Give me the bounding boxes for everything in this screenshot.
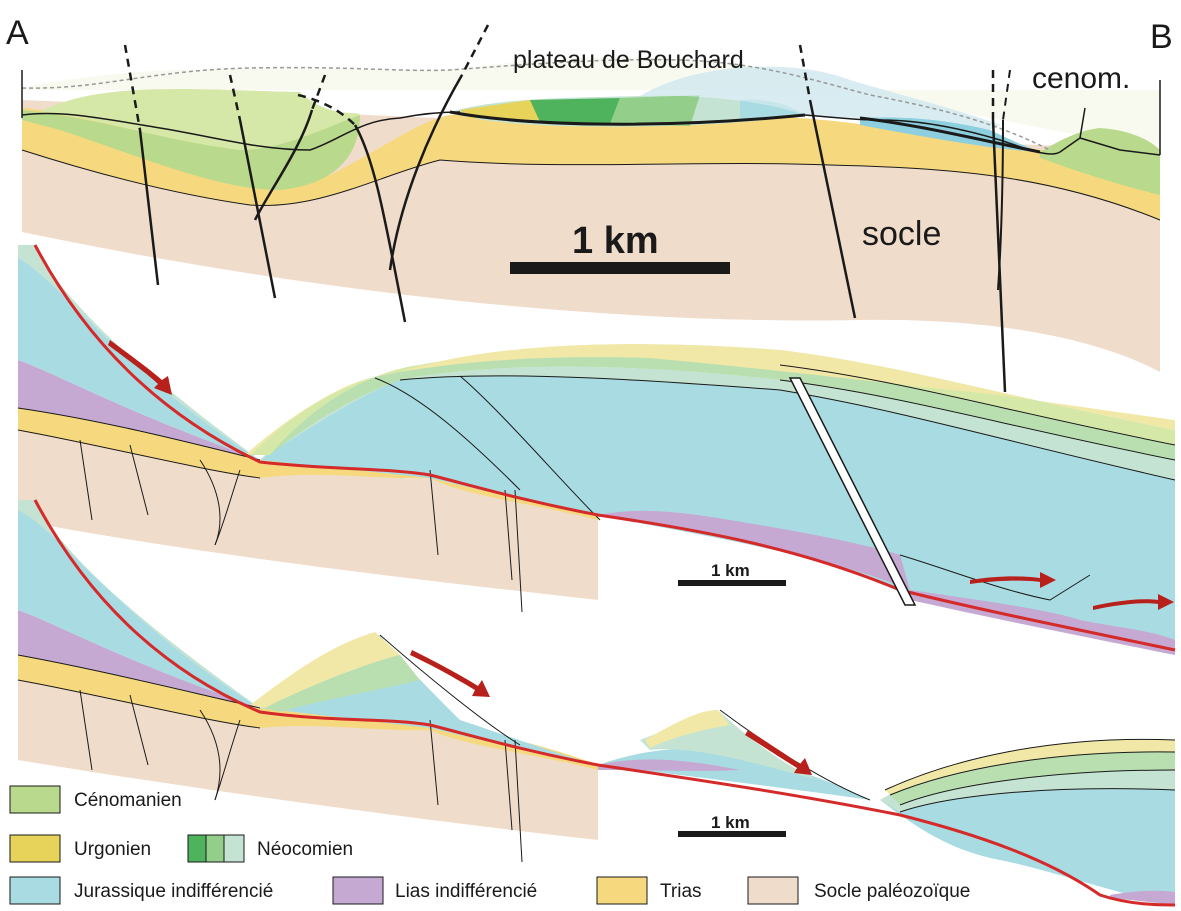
neocomien-dark-lens	[530, 98, 620, 124]
fault-1	[138, 129, 160, 286]
arrow-mid-left	[108, 340, 172, 395]
socle-label: socle	[862, 215, 941, 253]
cenom-label: cenom.	[1032, 62, 1130, 95]
urgonien-lens	[460, 100, 540, 120]
arrow-mid-right-1	[970, 572, 1056, 588]
bot-bedding-lines	[17, 634, 1176, 863]
legend-label-trias: Trias	[660, 881, 702, 902]
fault-5-dashed	[460, 24, 490, 76]
corner-label-a: A	[6, 14, 29, 52]
legend-label-jurassique: Jurassique indifférencié	[74, 881, 273, 902]
lens-base-bold	[449, 110, 806, 126]
section-middle	[17, 244, 1176, 655]
fault-4	[353, 124, 407, 323]
fault-2	[238, 119, 277, 299]
fault-3	[253, 109, 314, 221]
bot-block2-lias	[1110, 890, 1175, 905]
top-surface-line	[21, 111, 1161, 156]
mid-left-neocomien	[18, 245, 260, 460]
labels: A B plateau de Bouchard cenom. socle 1 k…	[6, 14, 1173, 832]
fault-1-dashed	[123, 44, 142, 131]
legend-label-lias: Lias indifférencié	[395, 881, 537, 902]
fault-6-dashed	[798, 44, 812, 101]
scale-label-bottom: 1 km	[711, 813, 750, 832]
fault-5	[388, 74, 464, 271]
scale-bar-top	[510, 262, 730, 274]
mid-left-trias	[18, 408, 598, 520]
legend-label-cenomanien: Cénomanien	[74, 790, 182, 811]
scale-bar-bottom	[678, 831, 786, 837]
fault-8	[997, 119, 1004, 291]
fault-3-dashed	[310, 74, 327, 111]
legend-swatch-lias	[332, 876, 384, 905]
eroded-outline	[22, 57, 1160, 150]
fault-4-dashed	[297, 93, 356, 126]
fault-9	[1079, 107, 1086, 139]
bot-left-neocomien	[18, 500, 260, 708]
legend-swatch-jurassique	[9, 876, 61, 905]
mid-jurassique-main	[260, 375, 1175, 655]
legend-label-neocomien: Néocomien	[257, 839, 353, 860]
legend-swatch-neocomien	[187, 834, 245, 863]
neocomien-mid-lens	[610, 95, 700, 126]
cenomanien-overlay	[40, 88, 360, 150]
arrow-bot-1	[410, 650, 490, 697]
fault-6	[808, 99, 857, 319]
legend-swatch-trias	[596, 876, 648, 905]
trias-layer	[22, 108, 1160, 220]
scale-bar-mid	[678, 580, 786, 586]
arrow-mid-right-2	[1093, 594, 1174, 610]
corner-label-b: B	[1150, 18, 1173, 56]
legend-swatch-socle	[747, 876, 799, 905]
fault-2-dashed	[228, 74, 242, 121]
legend-label-urgonien: Urgonien	[74, 839, 151, 860]
bot-block2-green	[890, 751, 1175, 805]
bot-mid-urgonien	[250, 632, 400, 708]
mid-neocomien-light	[260, 366, 1175, 480]
trias-base-line	[21, 149, 1161, 221]
faults-top	[123, 24, 1086, 393]
bot-block1-urgonien	[645, 710, 730, 748]
bot-mid-green	[265, 655, 420, 712]
bot-left-jurassique	[18, 510, 260, 708]
plateau-label: plateau de Bouchard	[513, 46, 744, 74]
legend-swatch-cenomanien	[9, 785, 61, 814]
legend-swatch-urgonien	[9, 834, 61, 863]
legend-label-socle: Socle paléozoïque	[814, 881, 970, 902]
mid-arrows	[108, 340, 1174, 610]
legend: Cénomanien Urgonien Néocomien Jurassique…	[9, 785, 970, 905]
scale-label-mid: 1 km	[711, 561, 750, 580]
bot-left-lias	[18, 610, 260, 708]
cenomanien-left	[22, 110, 360, 190]
bot-arrows	[410, 650, 812, 775]
mid-normal-fault-gap	[788, 377, 917, 606]
section-bottom	[17, 499, 1176, 907]
mid-bedding-lines	[17, 364, 1176, 613]
bot-red-detachment	[33, 499, 1176, 907]
mid-left-jurassique	[18, 258, 260, 460]
mid-cenomanien	[250, 344, 1175, 455]
arrow-bot-2	[745, 730, 812, 775]
right-lens-bold	[859, 116, 1041, 154]
mid-red-detachment	[33, 244, 1176, 652]
scale-label-top: 1 km	[572, 220, 659, 262]
fault-8-dashed	[1002, 69, 1011, 121]
mid-left-lias	[18, 360, 260, 460]
section-a-b	[21, 24, 1161, 393]
jurassique-faded	[640, 66, 1000, 130]
bot-block1-lias	[598, 759, 740, 771]
erosion-dashed-line	[21, 58, 1051, 151]
